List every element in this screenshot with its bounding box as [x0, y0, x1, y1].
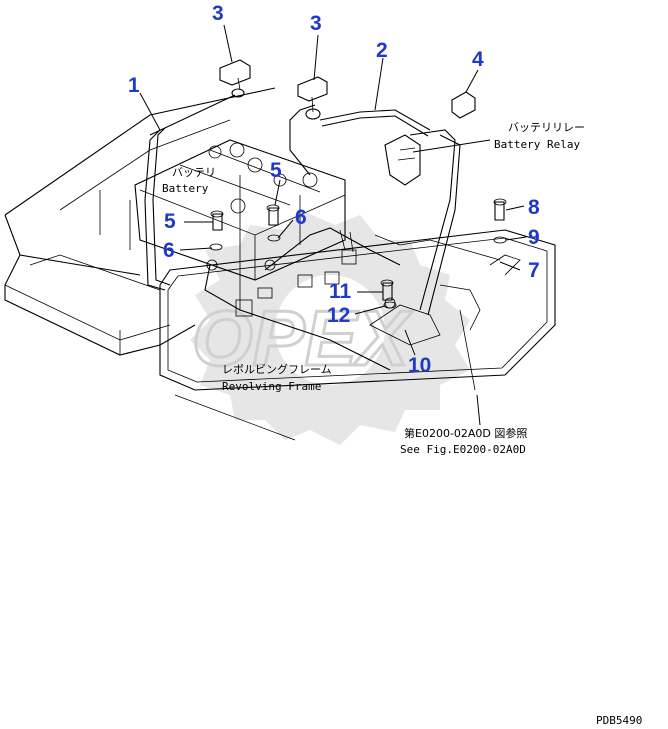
see-fig-en-label: See Fig.E0200-02A0D: [400, 443, 526, 456]
frame-jp-label: レボルビングフレーム: [222, 362, 332, 376]
callout-8: 8: [528, 196, 540, 219]
watermark: OPEX: [190, 210, 470, 445]
callout-6-left: 6: [163, 239, 175, 262]
callout-10: 10: [408, 354, 431, 377]
callout-9: 9: [528, 226, 540, 249]
callouts: 1 2 3 3 4 5 5 6 6 7 8 9 10 11 12: [128, 2, 540, 377]
callout-5-left: 5: [164, 210, 176, 233]
callout-11: 11: [329, 280, 352, 303]
callout-6-right: 6: [295, 206, 307, 229]
battery-relay-en-label: Battery Relay: [494, 138, 580, 151]
small-parts-drawing: [209, 59, 507, 309]
callout-1: 1: [128, 74, 140, 97]
callout-2: 2: [376, 39, 388, 62]
battery-drawing: [134, 139, 357, 317]
callout-7: 7: [528, 259, 540, 282]
callout-12: 12: [327, 304, 350, 327]
battery-jp-label: バッテリ: [172, 166, 216, 179]
captions: バッテリリレー Battery Relay バッテリ Battery レボルビン…: [162, 121, 642, 727]
see-fig-jp-label: 第E0200-02A0D 図参照: [404, 426, 527, 440]
callout-3-left: 3: [212, 2, 224, 25]
callout-4: 4: [472, 48, 484, 71]
battery-en-label: Battery: [162, 182, 209, 195]
callout-3-right: 3: [310, 12, 322, 35]
callout-5-right: 5: [270, 159, 282, 182]
leader-lines: [139, 24, 527, 426]
cables-drawing: [144, 94, 521, 391]
revolving-frame-drawing: [4, 87, 556, 441]
frame-en-label: Revolving Frame: [222, 380, 321, 393]
battery-relay-jp-label: バッテリリレー: [508, 121, 585, 134]
page-code: PDB5490: [596, 714, 642, 727]
